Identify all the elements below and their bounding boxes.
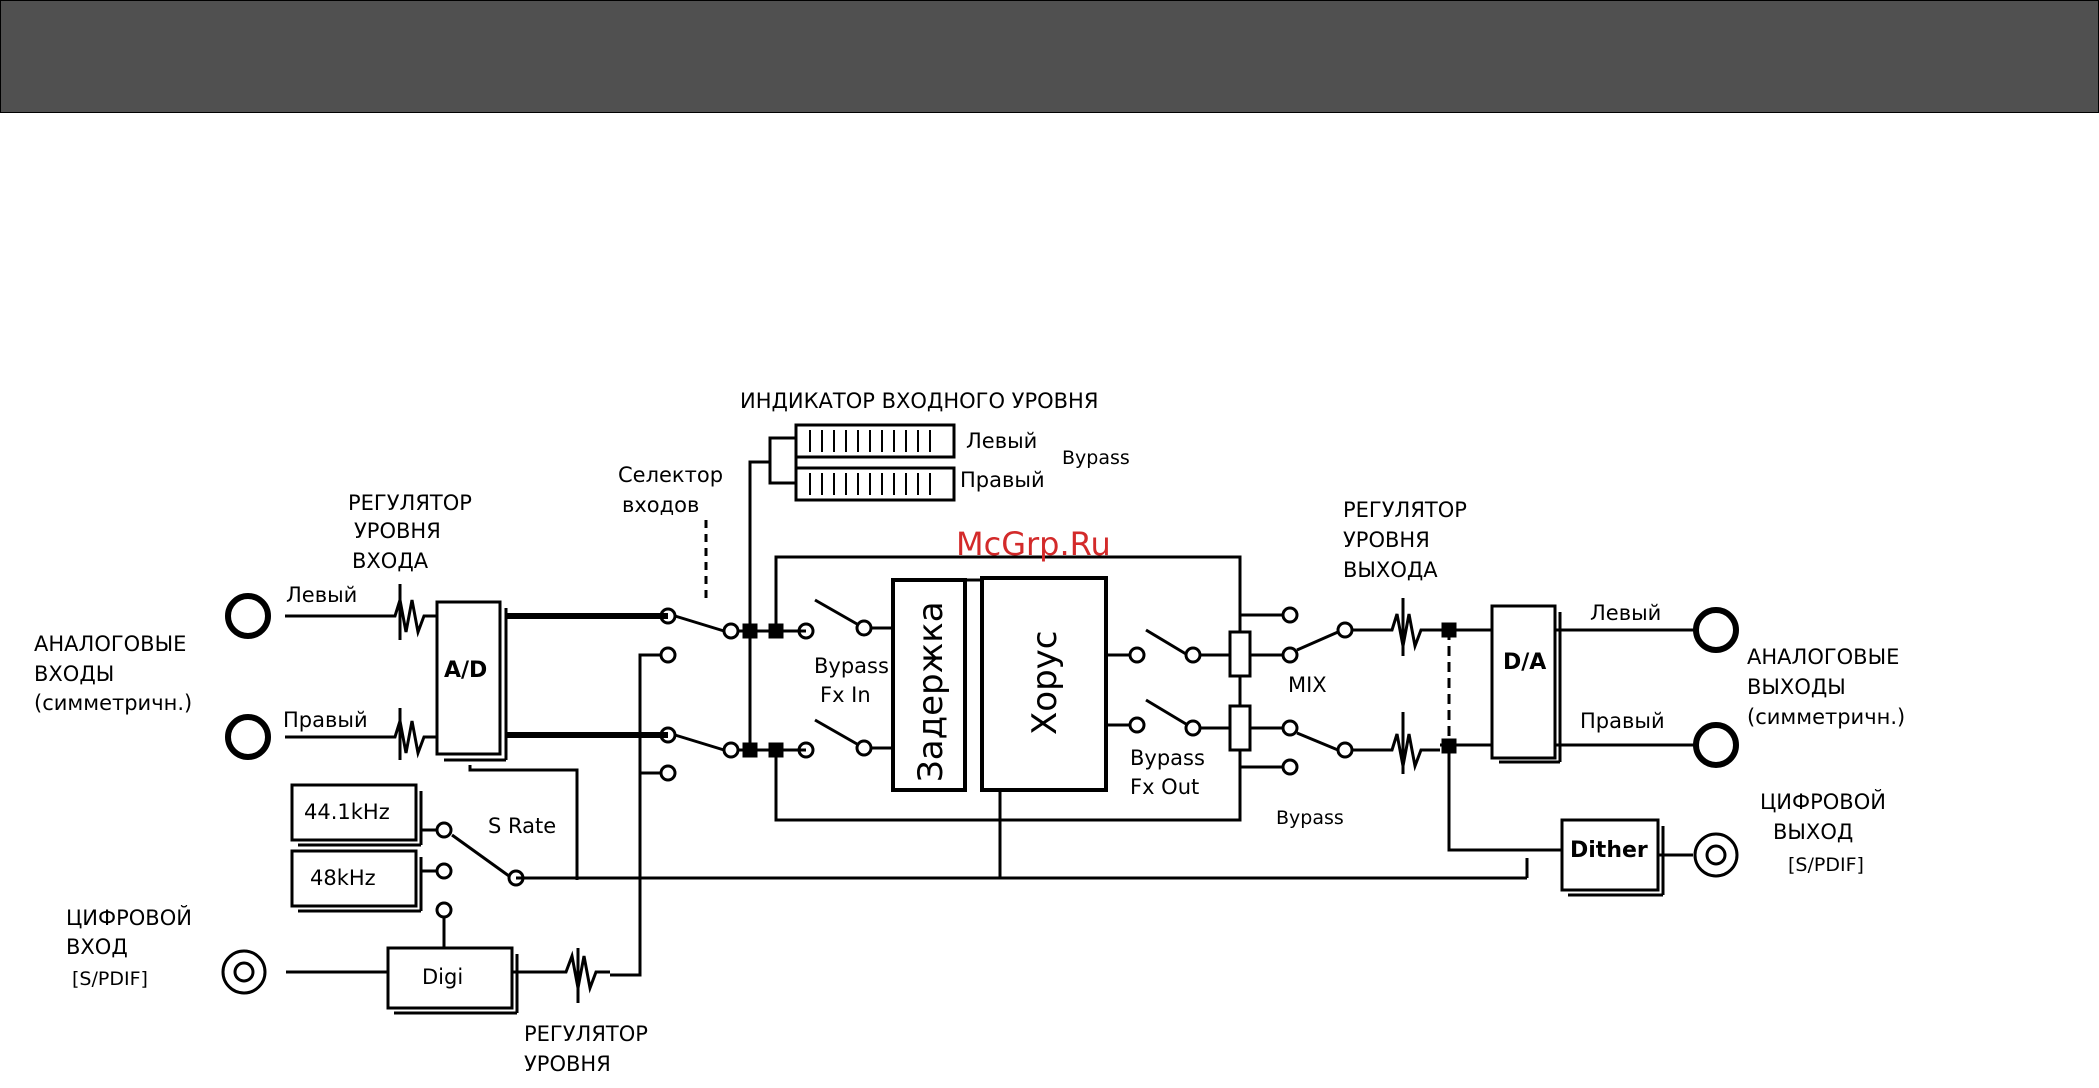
input-level-right-pot [380, 720, 432, 759]
rate-48-box [290, 849, 418, 908]
digital-out-label-1: ЦИФРОВОЙ [1760, 789, 1886, 814]
digital-in-label-1: ЦИФРОВОЙ [66, 905, 192, 930]
ad-label: A/D [444, 658, 487, 683]
input-level-label-3: ВХОДА [352, 549, 429, 573]
output-level-label-3: ВЫХОДА [1343, 558, 1438, 582]
da-label: D/A [1503, 650, 1546, 675]
analog-out-label-3: (симметричн.) [1747, 705, 1905, 729]
header-bar [0, 0, 2099, 113]
dither-label: Dither [1570, 838, 1648, 863]
input-level-label-1: РЕГУЛЯТОР [348, 491, 472, 515]
input-level-label-2: УРОВНЯ [354, 519, 441, 543]
rate-48-label: 48kHz [310, 866, 376, 890]
analog-input-left-jack [225, 593, 271, 639]
meter-left-bar [794, 423, 956, 459]
analog-in-label-3: (симметричн.) [34, 691, 192, 715]
da-converter-box [1490, 604, 1557, 760]
chorus-label: Хорус [1025, 631, 1065, 736]
bypass-fx-in-label-1: Bypass [814, 654, 889, 678]
digital-out-label-3: [S/PDIF] [1788, 854, 1864, 876]
input-selector-label-2: входов [622, 493, 699, 517]
analog-input-right-jack [225, 714, 271, 760]
digital-in-label-2: ВХОД [66, 935, 128, 959]
digital-output-jack [1693, 832, 1739, 878]
output-right-label: Правый [1580, 709, 1665, 733]
output-level-label-1: РЕГУЛЯТОР [1343, 498, 1467, 522]
digital-out-label-2: ВЫХОД [1773, 820, 1853, 844]
input-right-label: Правый [283, 708, 368, 732]
analog-output-right-jack [1693, 722, 1739, 768]
delay-box [891, 578, 967, 792]
analog-output-left-jack [1693, 607, 1739, 653]
bypass-fx-in-label-2: Fx In [820, 683, 871, 707]
ad-converter-box [435, 600, 502, 756]
mix-right-pot [1228, 704, 1252, 752]
digital-input-jack [221, 949, 267, 995]
digital-level-pot [560, 950, 610, 994]
rate-44-box [290, 783, 418, 842]
output-level-left-pot [1385, 613, 1440, 652]
output-level-label-2: УРОВНЯ [1343, 528, 1430, 552]
input-level-left-pot [380, 599, 432, 638]
output-level-right-pot [1385, 733, 1440, 772]
analog-in-label-1: АНАЛОГОВЫЕ [34, 632, 186, 656]
meter-right-bar [794, 466, 956, 502]
mix-label: MIX [1288, 673, 1327, 697]
meter-left-label: Левый [966, 429, 1037, 453]
analog-out-label-2: ВЫХОДЫ [1747, 675, 1846, 699]
rate-44-label: 44.1kHz [304, 800, 390, 824]
digi-label: Digi [422, 965, 463, 989]
output-left-label: Левый [1590, 601, 1661, 625]
bypass-fx-out-label-1: Bypass [1130, 746, 1205, 770]
watermark: McGrp.Ru [956, 525, 1111, 563]
analog-out-label-1: АНАЛОГОВЫЕ [1747, 645, 1899, 669]
delay-label: Задержка [911, 601, 951, 782]
bypass-fx-out-label-2: Fx Out [1130, 775, 1199, 799]
level-reg-label-1: РЕГУЛЯТОР [524, 1022, 648, 1046]
bypass-label: Bypass [1276, 807, 1344, 829]
srate-label: S Rate [488, 814, 556, 838]
level-reg-label-2: УРОВНЯ [524, 1052, 611, 1076]
digital-in-label-3: [S/PDIF] [72, 968, 148, 990]
meter-bypass-label: Bypass [1062, 447, 1130, 469]
meter-right-label: Правый [960, 468, 1045, 492]
input-meter-title: ИНДИКАТОР ВХОДНОГО УРОВНЯ [740, 389, 1098, 413]
analog-in-label-2: ВХОДЫ [34, 662, 114, 686]
input-left-label: Левый [286, 583, 357, 607]
meter-bracket [768, 436, 798, 485]
input-selector-label-1: Селектор [618, 463, 723, 487]
mix-left-pot [1228, 630, 1252, 678]
chorus-box [980, 576, 1108, 792]
digi-box [386, 946, 514, 1010]
